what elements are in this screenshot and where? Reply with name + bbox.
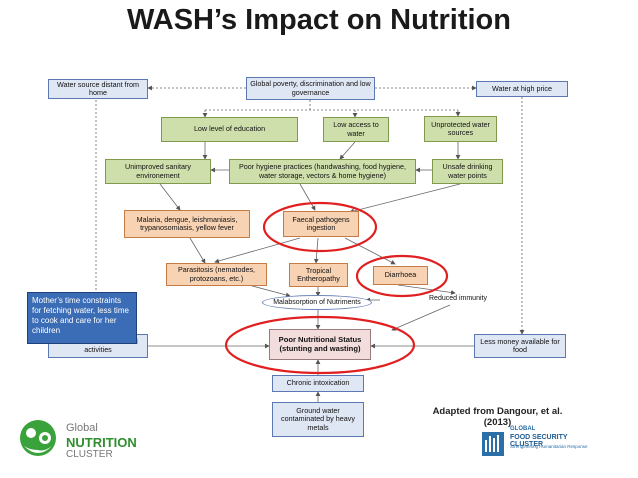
diarrhoea-highlight-ring [355, 254, 449, 298]
node-unimproved-sanitary: Unimproved sanitary environement [105, 159, 211, 184]
gnc-line2: NUTRITION [66, 435, 137, 450]
gnc-line1: Global [66, 422, 98, 434]
node-global-poverty: Global poverty, discrimination and low g… [246, 77, 375, 100]
node-water-source-distant: Water source distant from home [48, 79, 148, 99]
node-malabsorption: Malabsorption of Nutriments [262, 295, 372, 310]
node-diarrhoea: Diarrhoea [373, 266, 428, 285]
food-security-cluster-logo: GLOBAL FOOD SECURITY CLUSTER Strengtheni… [480, 422, 600, 462]
fsc-line2: FOOD SECURITY CLUSTER [510, 434, 568, 448]
node-less-money-food: Less money available for food [474, 334, 566, 358]
node-faecal-pathogens: Faecal pathogens ingestion [283, 211, 359, 237]
faecal-highlight-ring [262, 201, 378, 253]
node-water-high-price: Water at high price [476, 81, 568, 97]
node-parasitosis: Parasitosis (nematodes, protozoans, etc.… [166, 263, 267, 286]
highlight-rings [224, 201, 449, 375]
fsc-line1: GLOBAL [510, 426, 536, 432]
page-title: WASH’s Impact on Nutrition [127, 4, 511, 36]
fsc-line3: Strengthening Humanitarian Response [510, 444, 588, 449]
node-malaria: Malaria, dengue, leishmaniasis, trypanos… [124, 210, 250, 238]
poor-status-highlight-ring [224, 315, 416, 375]
node-reduced-immunity: Reduced immunity [429, 295, 487, 302]
node-low-education: Low level of education [161, 117, 298, 142]
node-unsafe-drinking: Unsafe drinking water points [432, 159, 503, 184]
node-ground-water: Ground water contaminated by heavy metal… [272, 402, 364, 437]
node-tropical-entheropathy: Tropical Entheropathy [289, 263, 348, 287]
node-poor-nutritional-status: Poor Nutritional Status (stunting and wa… [269, 329, 371, 360]
gnc-emblem-icon [20, 420, 56, 456]
node-unprotected-sources: Unprotected water sources [424, 116, 497, 142]
node-chronic-intoxication: Chronic intoxication [272, 375, 364, 392]
global-nutrition-cluster-logo: Global NUTRITION CLUSTER [14, 416, 154, 464]
node-poor-hygiene: Poor hygiene practices (handwashing, foo… [229, 159, 416, 184]
fsc-emblem-icon [482, 432, 504, 456]
mothers-time-callout: Mother’s time constraints for fetching w… [27, 292, 137, 344]
gnc-line3: CLUSTER [66, 449, 113, 460]
citation-text: Adapted from Dangour, et al. (2013) [432, 406, 563, 429]
node-low-access-water: Low access to water [323, 117, 389, 142]
